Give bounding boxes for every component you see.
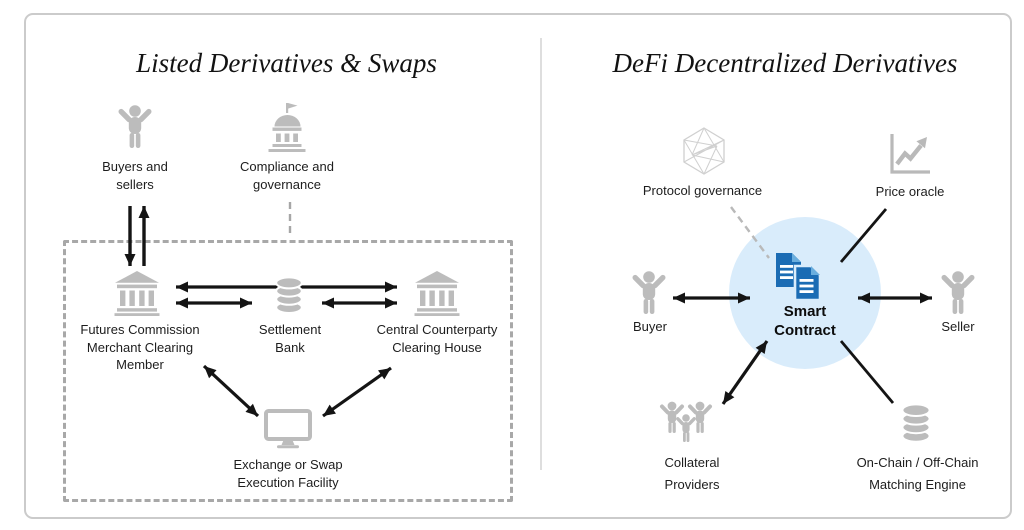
person-icon — [632, 271, 666, 314]
bank-icon — [414, 271, 460, 316]
price-oracle-label: Price oracle — [875, 184, 945, 199]
collateral-contract-arrow — [721, 340, 769, 405]
buyer-label: Buyer — [633, 319, 667, 334]
government-building-icon — [268, 103, 306, 152]
fcm-ccp-long-arrow-head — [385, 281, 397, 293]
seller-label: Seller — [941, 319, 975, 334]
settlement-bank-label: Settlement Bank — [258, 322, 322, 355]
matching-engine-label: On-Chain / Off-Chain Matching Engine — [856, 455, 979, 492]
ccp-label: Central Counterparty Clearing House — [376, 322, 498, 355]
ccp-exchange-arrow-head — [378, 368, 391, 380]
protocol-governance-node — [681, 126, 727, 176]
settlement-bank-node — [275, 276, 303, 314]
collateral-providers-node — [659, 401, 713, 447]
price-oracle-node — [887, 131, 932, 176]
oracle-connector — [839, 208, 888, 263]
right-panel-title: DeFi Decentralized Derivatives — [612, 48, 958, 78]
people-group-icon — [660, 401, 712, 442]
database-icon — [901, 403, 931, 443]
hexagon-mesh-icon — [683, 127, 725, 175]
left-panel-title: Listed Derivatives & Swaps — [136, 48, 437, 78]
exchange-node — [264, 409, 312, 449]
smart-contract-label: Smart Contract — [774, 303, 836, 339]
panel-divider — [540, 38, 542, 470]
documents-icon — [776, 253, 822, 302]
matching-engine-node — [901, 403, 931, 443]
ccp-exchange-arrow-head — [323, 404, 336, 416]
fcm-settlement-arrow-head — [176, 297, 188, 309]
person-icon — [118, 105, 152, 148]
fcm-exchange-arrow-head — [204, 366, 217, 379]
governance-dashed-connector — [730, 206, 770, 259]
fcm-exchange-arrow — [202, 364, 260, 418]
collateral-contract-arrow-head — [723, 391, 735, 404]
compliance-label: Compliance and governance — [240, 159, 334, 192]
ccp-exchange-arrow — [322, 366, 392, 418]
fcm-settlement-arrow-head — [240, 297, 252, 309]
settlement-ccp-arrow-head — [385, 297, 397, 309]
settlement-ccp-arrow-head — [322, 297, 334, 309]
seller-contract-arrow-head — [920, 292, 932, 304]
clearing-system-boundary — [63, 240, 513, 502]
collateral-providers-label: Collateral Providers — [664, 455, 720, 492]
fcm-node — [113, 270, 161, 316]
monitor-icon — [264, 409, 312, 449]
protocol-governance-label: Protocol governance — [642, 183, 763, 198]
buyer-contract-arrow-head — [738, 292, 750, 304]
buyers-to-clearing-down-arrow-head — [124, 254, 136, 266]
fcm-label: Futures Commission Merchant Clearing Mem… — [80, 322, 200, 372]
smart-contract-node — [772, 251, 828, 303]
fcm-exchange-arrow-head — [245, 403, 258, 416]
seller-node — [938, 270, 978, 316]
fcm-ccp-long-arrow-head — [176, 281, 188, 293]
exchange-label: Exchange or Swap Execution Facility — [233, 457, 343, 490]
buyer-node — [629, 270, 669, 316]
person-icon — [941, 271, 975, 314]
ccp-node — [413, 270, 461, 316]
seller-contract-arrow-head — [858, 292, 870, 304]
buyers-sellers-label: Buyers and sellers — [102, 159, 168, 192]
matching-connector — [839, 340, 895, 404]
database-icon — [275, 276, 303, 314]
compliance-node — [261, 102, 313, 152]
collateral-contract-arrow-head — [755, 341, 767, 354]
buyers-sellers-node — [115, 104, 155, 150]
buyer-contract-arrow-head — [673, 292, 685, 304]
bank-icon — [114, 271, 160, 316]
clearing-to-buyers-up-arrow-head — [138, 206, 150, 218]
chart-up-icon — [890, 134, 930, 174]
